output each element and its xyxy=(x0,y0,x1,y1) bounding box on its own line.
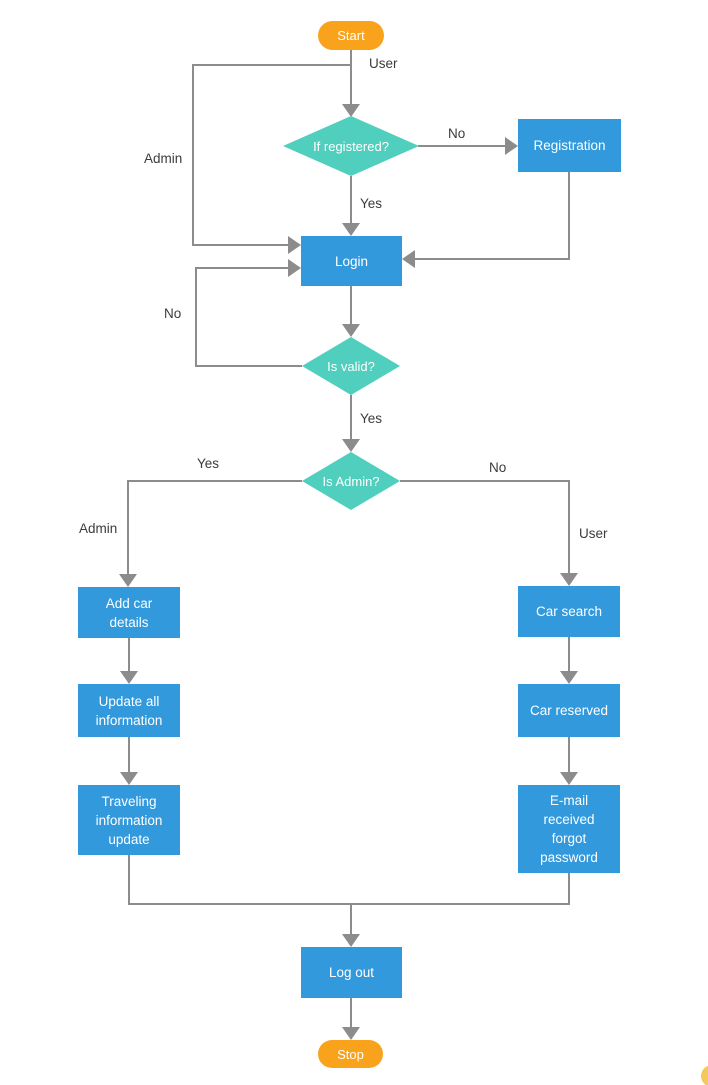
process-car-search: Car search xyxy=(518,586,620,637)
edge-label-yes-isadmin: Yes xyxy=(197,456,220,471)
node-label: Is Admin? xyxy=(322,473,380,489)
edge-label-no-isadmin: No xyxy=(489,460,507,475)
edge-yes-to-login xyxy=(342,176,360,236)
edge-yes-to-is-admin xyxy=(342,395,360,452)
edge-label-user-branch: User xyxy=(579,526,608,541)
start-node: Start xyxy=(318,21,384,50)
edge-add-to-update xyxy=(120,638,138,684)
edge-label-admin-branch: Admin xyxy=(79,521,118,536)
edge-label-no-invalid: No xyxy=(164,306,182,321)
edge-label-admin-loop: Admin xyxy=(144,151,183,166)
node-label: If registered? xyxy=(313,138,389,154)
process-email-received-forgot-password: E-mail received forgot password xyxy=(518,785,620,873)
node-label: Start xyxy=(337,28,365,43)
process-update-all-information: Update all information xyxy=(78,684,180,737)
edge-label-no-registration: No xyxy=(448,126,466,141)
process-traveling-information-update: Traveling information update xyxy=(78,785,180,855)
node-label: Traveling information update xyxy=(95,793,163,847)
edge-search-to-reserved xyxy=(560,637,578,684)
node-label: Update all information xyxy=(95,693,163,728)
edge-admin-loop-to-login xyxy=(192,64,351,254)
node-label: Login xyxy=(334,253,369,269)
edge-merge-to-logout xyxy=(342,904,360,947)
node-label: Car search xyxy=(535,604,603,619)
edge-label-yes-isvalid: Yes xyxy=(360,411,383,426)
process-login: Login xyxy=(301,236,402,286)
node-label: Registration xyxy=(533,138,606,153)
node-label: Add car details xyxy=(105,595,153,630)
stop-node: Stop xyxy=(318,1040,383,1068)
node-label: Is valid? xyxy=(327,358,375,374)
edge-label-yes-login: Yes xyxy=(360,196,383,211)
process-log-out: Log out xyxy=(301,947,402,998)
edge-registration-to-login xyxy=(402,172,570,268)
edge-reserved-to-email xyxy=(560,737,578,785)
edge-no-invalid-loop xyxy=(195,259,302,367)
edge-no-user-branch xyxy=(400,480,578,586)
edge-start-to-if-registered xyxy=(342,50,360,117)
process-car-reserved: Car reserved xyxy=(518,684,620,737)
node-label: Car reserved xyxy=(529,703,609,718)
edge-email-to-merge xyxy=(351,873,570,905)
edge-login-to-is-valid xyxy=(342,286,360,337)
process-registration: Registration xyxy=(518,119,621,172)
edge-traveling-to-merge xyxy=(128,855,351,905)
edge-logout-to-stop xyxy=(342,998,360,1040)
node-label: Log out xyxy=(328,965,375,980)
corner-accent-shape xyxy=(701,1065,708,1085)
node-label: E-mail received forgot password xyxy=(540,793,598,865)
edge-label-user-top: User xyxy=(369,56,398,71)
node-label: Stop xyxy=(337,1046,364,1062)
edge-update-to-traveling xyxy=(120,737,138,785)
edge-yes-admin-branch xyxy=(119,480,302,587)
edge-no-to-registration xyxy=(418,137,518,155)
process-add-car-details: Add car details xyxy=(78,587,180,638)
